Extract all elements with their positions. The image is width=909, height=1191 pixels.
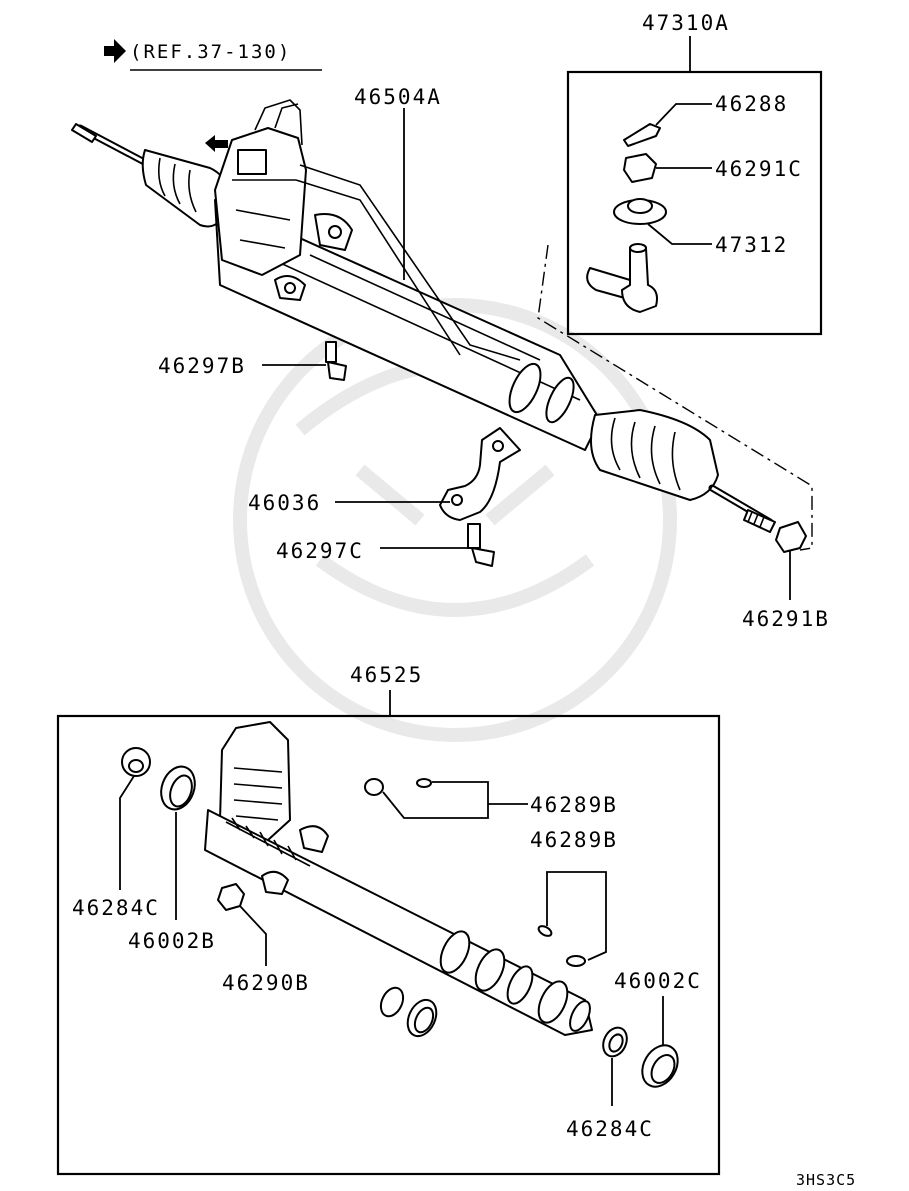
label-46297B: 46297B — [158, 354, 246, 378]
label-46284C-upper: 46284C — [72, 896, 160, 920]
label-46288: 46288 — [715, 92, 788, 116]
label-46525: 46525 — [350, 663, 423, 687]
direction-arrow-icon — [205, 135, 228, 152]
clamp-46036[interactable] — [439, 427, 521, 521]
label-47310A: 47310A — [642, 11, 730, 35]
label-46002C: 46002C — [614, 969, 702, 993]
label-46289B-lower: 46289B — [530, 828, 618, 852]
arrow-right-icon — [104, 39, 126, 63]
label-46297C: 46297C — [276, 539, 364, 563]
seal-kit-box — [56, 714, 721, 1176]
label-46284C-lower: 46284C — [566, 1117, 654, 1141]
label-46290B: 46290B — [222, 971, 310, 995]
reference-note[interactable]: (REF.37-130) — [104, 39, 322, 71]
label-46291C: 46291C — [715, 157, 803, 181]
reference-text: (REF.37-130) — [130, 41, 291, 63]
label-46291B: 46291B — [742, 607, 830, 631]
tie-rod-end-group[interactable] — [566, 70, 823, 336]
bolt-46297B[interactable] — [325, 341, 347, 381]
label-46002B: 46002B — [128, 929, 216, 953]
label-46504A: 46504A — [354, 85, 442, 109]
steering-gear-assembly[interactable] — [71, 99, 776, 533]
label-47312: 47312 — [715, 233, 788, 257]
diagram-code: 3HS3C5 — [796, 1171, 856, 1187]
nut-46291B[interactable] — [775, 521, 807, 553]
bolt-46297C[interactable] — [467, 523, 495, 567]
label-46036: 46036 — [248, 491, 321, 515]
label-46289B-upper: 46289B — [530, 793, 618, 817]
seal-kit-parts[interactable] — [121, 721, 685, 1093]
